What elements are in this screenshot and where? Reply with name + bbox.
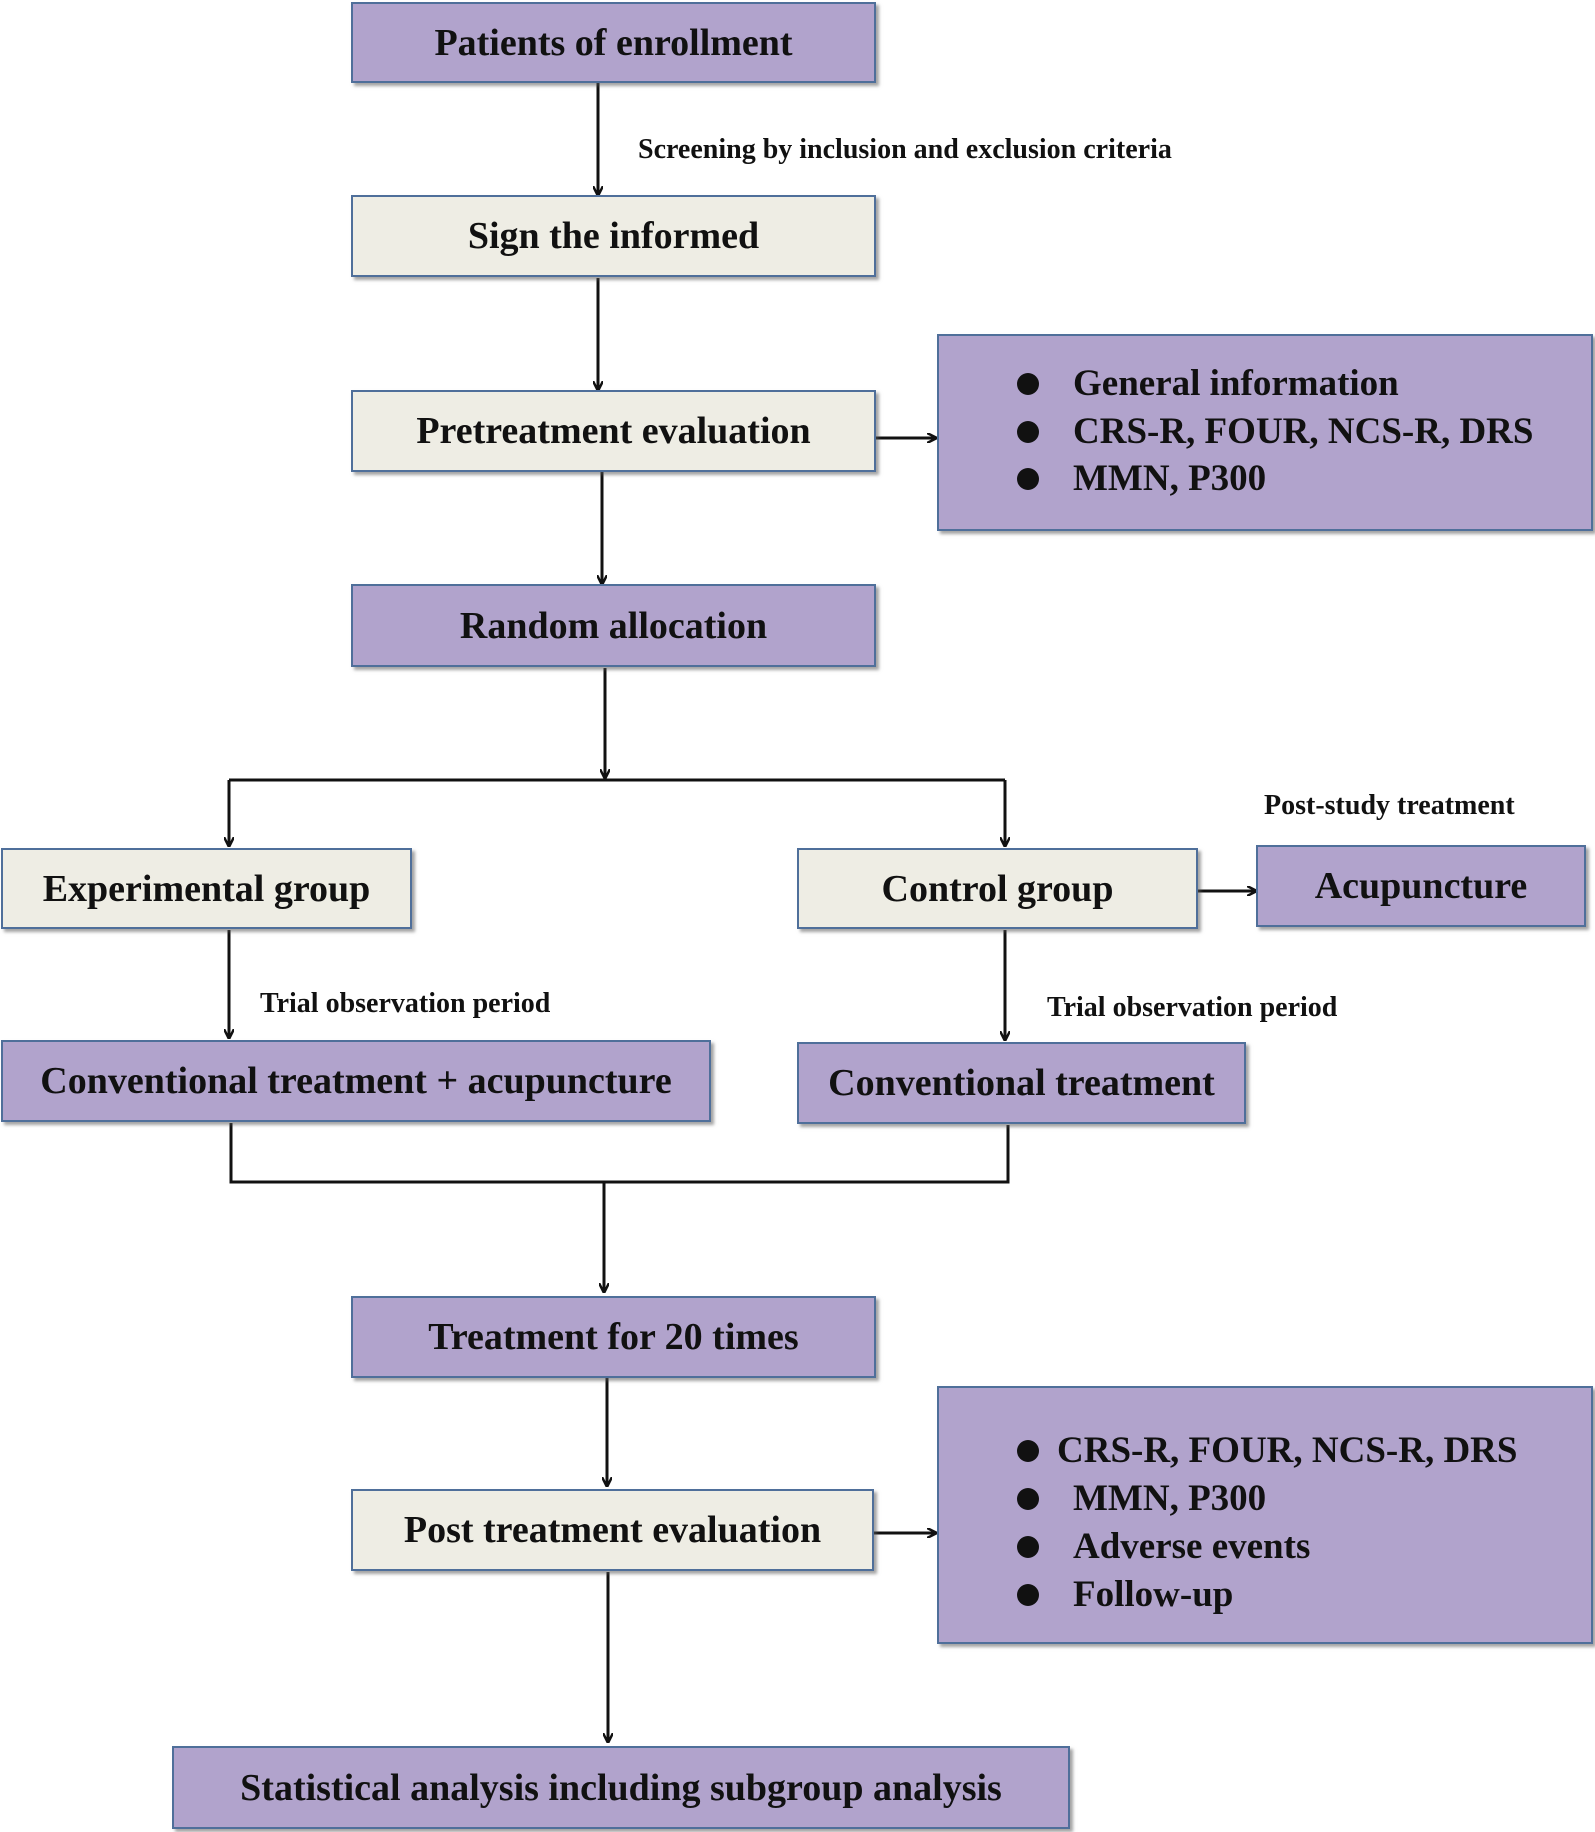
post-study-note: Post-study treatment: [1264, 790, 1515, 821]
bullet-icon: [1017, 468, 1039, 490]
pretreatment-label: Pretreatment evaluation: [416, 410, 811, 452]
pre-item: MMN, P300: [1073, 458, 1267, 499]
acupuncture-label: Acupuncture: [1314, 865, 1528, 907]
control-label: Control group: [881, 867, 1114, 910]
treatment-20-times-box: Treatment for 20 times: [351, 1296, 876, 1378]
conv-label: Conventional treatment: [828, 1062, 1215, 1104]
enrollment-label: Patients of enrollment: [434, 21, 793, 64]
post-item: CRS-R, FOUR, NCS-R, DRS: [1057, 1430, 1518, 1471]
informed-consent-box: Sign the informed: [351, 195, 876, 277]
post-item: Adverse events: [1073, 1526, 1311, 1567]
post-item: MMN, P300: [1073, 1478, 1267, 1519]
random-allocation-box: Random allocation: [351, 584, 876, 667]
bullet-icon: [1017, 1488, 1039, 1510]
acupuncture-box: Acupuncture: [1256, 845, 1586, 927]
bullet-icon: [1017, 421, 1039, 443]
control-group-box: Control group: [797, 848, 1198, 929]
merge-line: [229, 1123, 1010, 1184]
pretreatment-box: Pretreatment evaluation: [351, 390, 876, 472]
post-item: Follow-up: [1073, 1574, 1234, 1615]
bullet-icon: [1017, 1440, 1039, 1462]
informed-label: Sign the informed: [467, 215, 760, 257]
trial-observation-note-left: Trial observation period: [260, 988, 551, 1019]
experimental-label: Experimental group: [42, 867, 371, 910]
post-eval-label: Post treatment evaluation: [403, 1509, 822, 1551]
trial-observation-note-right: Trial observation period: [1047, 992, 1338, 1023]
bullet-icon: [1017, 1584, 1039, 1606]
experimental-group-box: Experimental group: [1, 848, 412, 929]
bullet-icon: [1017, 373, 1039, 395]
random-label: Random allocation: [459, 604, 768, 647]
post-treatment-evaluation-box: Post treatment evaluation: [351, 1489, 874, 1571]
pretreatment-measures-box: General information CRS-R, FOUR, NCS-R, …: [937, 334, 1593, 531]
treatment20-label: Treatment for 20 times: [428, 1316, 799, 1358]
post-treatment-measures-box: CRS-R, FOUR, NCS-R, DRS MMN, P300 Advers…: [937, 1386, 1593, 1644]
enrollment-box: Patients of enrollment: [351, 2, 876, 83]
statistical-analysis-box: Statistical analysis including subgroup …: [172, 1746, 1070, 1829]
screening-note: Screening by inclusion and exclusion cri…: [638, 134, 1172, 165]
conventional-plus-acupuncture-box: Conventional treatment + acupuncture: [1, 1040, 711, 1122]
pre-item: General information: [1073, 363, 1399, 404]
stats-label: Statistical analysis including subgroup …: [240, 1766, 1002, 1809]
bullet-icon: [1017, 1536, 1039, 1558]
conventional-treatment-box: Conventional treatment: [797, 1042, 1246, 1124]
pre-item: CRS-R, FOUR, NCS-R, DRS: [1073, 411, 1534, 452]
conv-acu-label: Conventional treatment + acupuncture: [40, 1060, 672, 1102]
